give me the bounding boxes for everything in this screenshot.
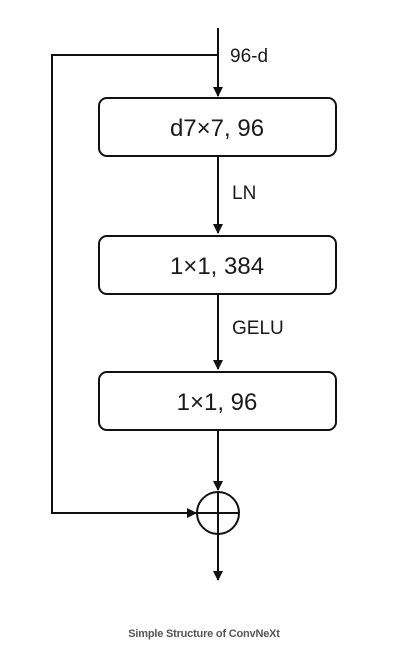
expansion-conv-label: 1×1, 384 — [170, 253, 264, 280]
figure-caption: Simple Structure of ConvNeXt — [128, 628, 280, 640]
gelu-label: GELU — [232, 318, 284, 339]
ln-label: LN — [232, 183, 256, 204]
projection-conv-label: 1×1, 96 — [177, 389, 258, 416]
residual-connection — [51, 54, 218, 518]
elementwise-add-node — [196, 491, 240, 535]
input-dimension-label: 96-d — [230, 46, 268, 67]
depthwise-conv-label: d7×7, 96 — [170, 115, 264, 142]
